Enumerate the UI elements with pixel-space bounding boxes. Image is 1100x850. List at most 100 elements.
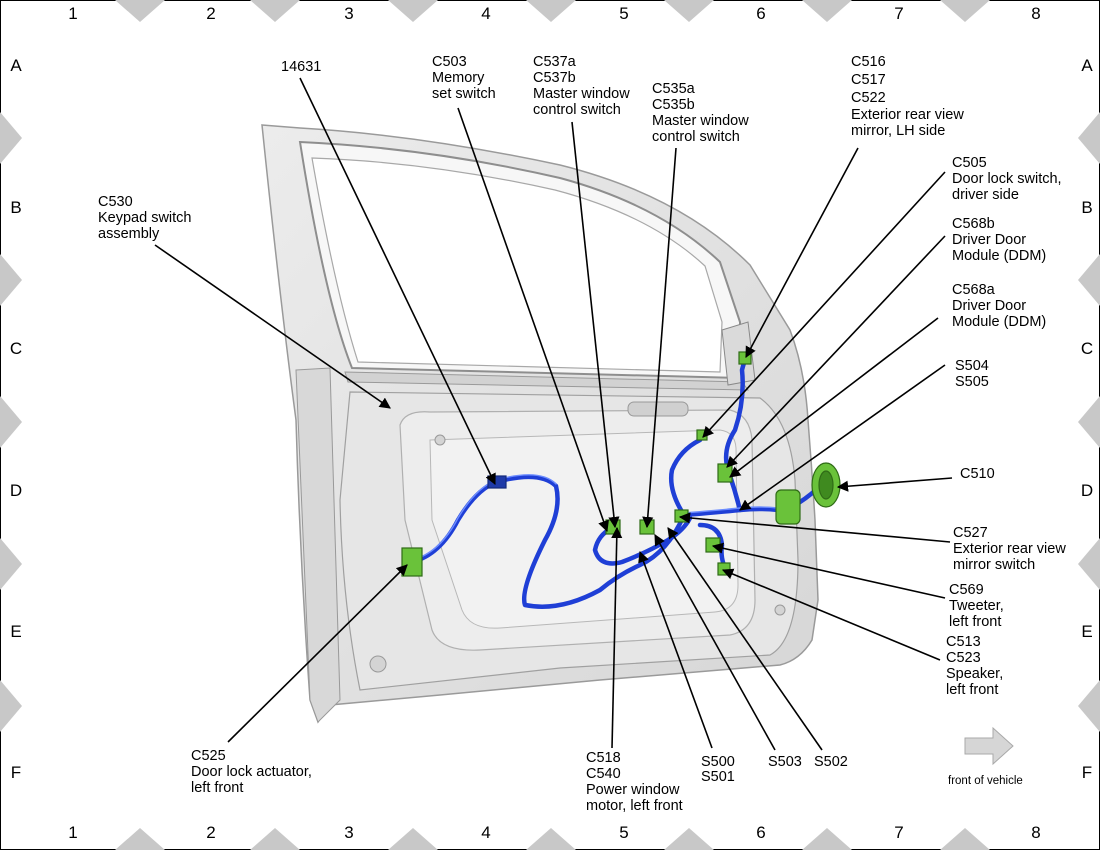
leader-c503 (457, 107, 609, 533)
leader-c518 (611, 526, 623, 749)
callout-line: S504 (955, 358, 989, 374)
callout-line: Exterior rear view (953, 541, 1066, 557)
col-label: 3 (344, 4, 353, 23)
col-label: 4 (481, 4, 490, 23)
callout-line: left front (191, 780, 243, 796)
connector-grommet (487, 475, 507, 489)
callout-line: Module (DDM) (952, 248, 1046, 264)
col-label: 6 (756, 823, 765, 842)
leader-c537 (571, 121, 620, 529)
row-label: D (10, 481, 22, 500)
callout-line: C510 (960, 466, 995, 482)
harness-main-branch (409, 474, 687, 609)
callout-s503: S503 (768, 754, 802, 770)
callout-s502: S502 (814, 754, 848, 770)
row-labels-right: A B C D E F (1081, 56, 1093, 782)
connector-c525 (401, 547, 423, 577)
callout-line: Speaker, (946, 666, 1003, 682)
callout-line: C518 (586, 750, 621, 766)
column-labels-bottom: 1 2 3 4 5 6 7 8 (68, 823, 1040, 842)
leader-c510 (836, 477, 953, 492)
callout-line: C522 (851, 90, 886, 106)
col-label: 8 (1031, 823, 1040, 842)
callout-line: S500 (701, 754, 735, 770)
callout-c568a: C568a Driver Door Module (DDM) (952, 282, 1046, 330)
callout-line: Exterior rear view (851, 107, 964, 123)
callout-line: Driver Door (952, 232, 1026, 248)
callout-line: C535b (652, 97, 695, 113)
row-label: D (1081, 481, 1093, 500)
connector-c569 (705, 537, 721, 553)
callout-line: control switch (652, 129, 740, 145)
col-label: 7 (894, 823, 903, 842)
callout-line: Master window (652, 113, 749, 129)
callout-c525: C525 Door lock actuator, left front (191, 748, 312, 796)
col-label: 1 (68, 4, 77, 23)
row-label: F (1082, 763, 1092, 782)
callout-line: 14631 (281, 59, 321, 75)
callout-line: C568b (952, 216, 995, 232)
callout-c503: C503 Memory set switch (432, 54, 496, 102)
col-label: 6 (756, 4, 765, 23)
connector-c527 (674, 509, 689, 523)
connector-c510-face (818, 470, 834, 500)
callout-line: Keypad switch (98, 210, 192, 226)
callout-line: set switch (432, 86, 496, 102)
row-labels-left: A B C D E F (10, 56, 22, 782)
col-label: 2 (206, 823, 215, 842)
panel-hole (774, 604, 786, 616)
col-label: 4 (481, 823, 490, 842)
callout-c535: C535a C535b Master window control switch (652, 81, 749, 145)
leader-lines (154, 77, 953, 751)
col-label: 5 (619, 823, 628, 842)
callout-line: control switch (533, 102, 621, 118)
col-label: 3 (344, 823, 353, 842)
callout-c513: C513 C523 Speaker, left front (946, 634, 1003, 698)
arrow-right-icon (964, 726, 1014, 766)
row-label: F (11, 763, 21, 782)
callout-line: C540 (586, 766, 621, 782)
callout-c510: C510 (960, 466, 995, 482)
callout-line: assembly (98, 226, 160, 242)
callout-14631: 14631 (281, 59, 321, 75)
callout-line: Door lock actuator, (191, 764, 312, 780)
harness-upper-branch (669, 437, 703, 518)
callout-c505: C505 Door lock switch, driver side (952, 155, 1062, 203)
callout-line: Power window (586, 782, 680, 798)
callout-line: S502 (814, 754, 848, 770)
callout-s500: S500 S501 (701, 754, 735, 785)
callout-c527: C527 Exterior rear view mirror switch (953, 525, 1066, 573)
leader-c505 (702, 171, 946, 438)
callout-line: Tweeter, (949, 598, 1004, 614)
callout-c530: C530 Keypad switch assembly (98, 194, 192, 242)
callout-line: mirror, LH side (851, 123, 945, 139)
col-label: 8 (1031, 4, 1040, 23)
leader-c568b (726, 235, 946, 468)
connector-c513 (717, 562, 731, 576)
row-label: B (10, 198, 21, 217)
handle-recess (627, 401, 689, 417)
callout-c568b: C568b Driver Door Module (DDM) (952, 216, 1046, 264)
col-label: 5 (619, 4, 628, 23)
callout-line: C523 (946, 650, 981, 666)
callout-line: C527 (953, 525, 988, 541)
row-label: A (1081, 56, 1093, 75)
callout-line: motor, left front (586, 798, 683, 814)
callout-line: C569 (949, 582, 984, 598)
leader-c525 (227, 564, 408, 743)
row-label: C (1081, 339, 1093, 358)
leader-s503 (654, 534, 776, 751)
leader-c569 (711, 542, 946, 599)
panel-hole (434, 434, 446, 446)
callout-line: S501 (701, 769, 735, 785)
panel-hole (369, 655, 387, 673)
front-of-vehicle-indicator: front of vehicle (948, 726, 1023, 787)
callout-line: S503 (768, 754, 802, 770)
connector-ddm (775, 489, 801, 525)
callout-line: C505 (952, 155, 987, 171)
leader-s504 (739, 364, 946, 511)
callout-line: Door lock switch, (952, 171, 1062, 187)
hinge-edge (295, 367, 341, 723)
